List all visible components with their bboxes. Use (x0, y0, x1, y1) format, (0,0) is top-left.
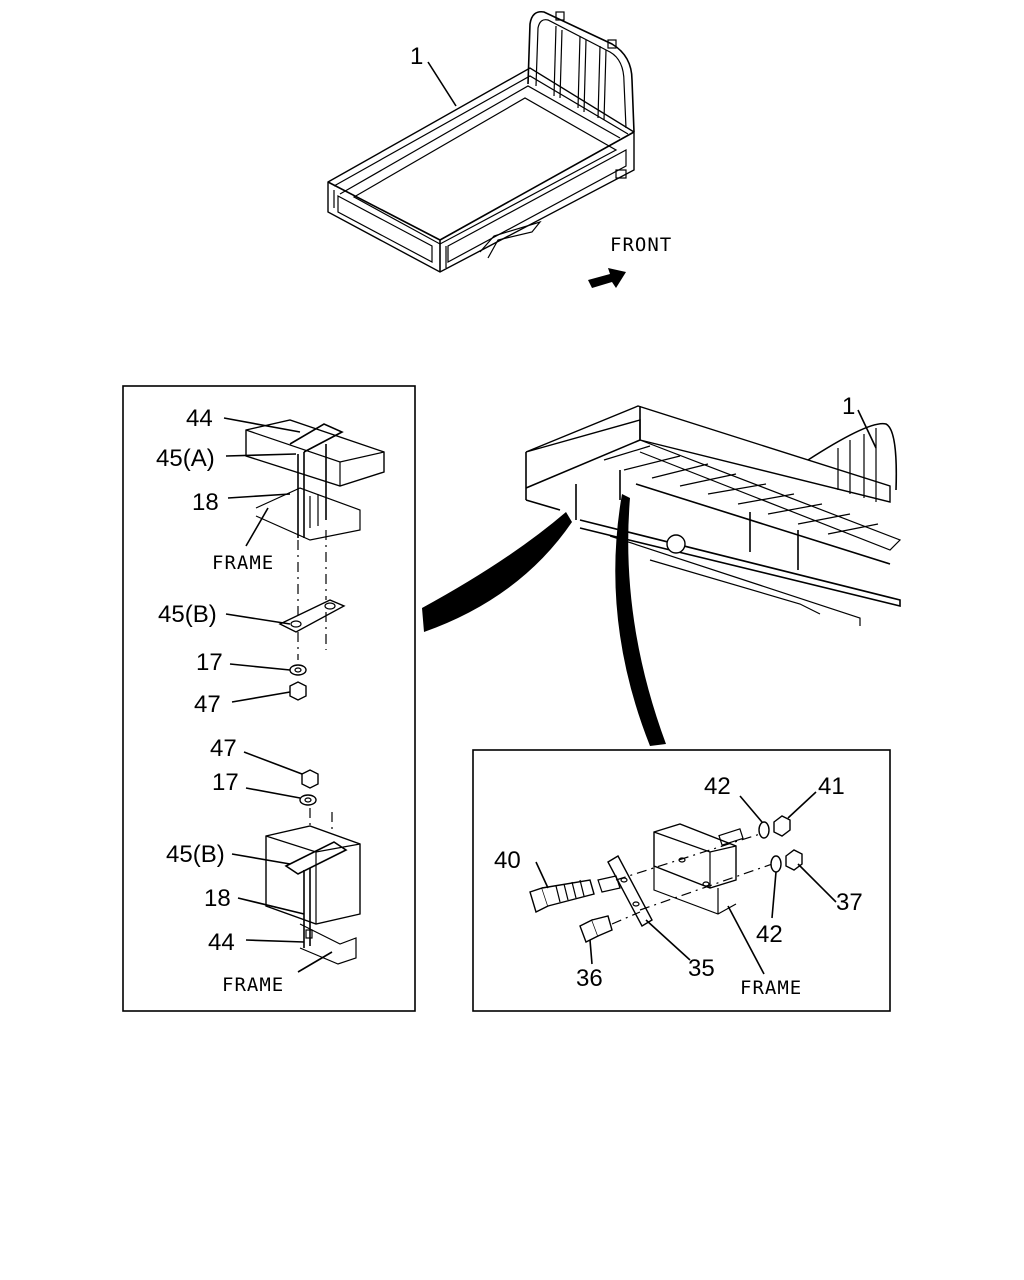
label-frame-top: FRAME (212, 552, 274, 574)
callout-47-top: 47 (194, 691, 221, 718)
front-arrow-icon (588, 268, 626, 288)
callout-44-bottom: 44 (208, 929, 235, 956)
callout-45b-bottom: 45(B) (166, 841, 225, 868)
front-label: FRONT (610, 234, 672, 256)
callout-42-bottom: 42 (756, 921, 783, 948)
callout-body-top: 1 (410, 43, 423, 70)
callout-45a: 45(A) (156, 445, 215, 472)
label-frame-right: FRAME (740, 977, 802, 999)
pointer-right (615, 494, 666, 746)
callout-44-top: 44 (186, 405, 213, 432)
detail-box-right (472, 749, 891, 1012)
callout-body-right: 1 (842, 393, 855, 420)
callout-36: 36 (576, 965, 603, 992)
callout-47-bottom: 47 (210, 735, 237, 762)
callout-45b-top: 45(B) (158, 601, 217, 628)
callout-40: 40 (494, 847, 521, 874)
pointer-left (422, 512, 572, 632)
callout-17-bottom: 17 (212, 769, 239, 796)
callout-17-top: 17 (196, 649, 223, 676)
label-frame-bottom: FRAME (222, 974, 284, 996)
chassis-drawing (525, 405, 902, 626)
right-leaders (535, 791, 837, 975)
callout-37: 37 (836, 889, 863, 916)
callout-18-bottom: 18 (204, 885, 231, 912)
detail-box-left (122, 385, 416, 1012)
left-leaders (223, 417, 333, 973)
truck-body-drawing (327, 10, 635, 273)
callout-18-top: 18 (192, 489, 219, 516)
callout-42-top: 42 (704, 773, 731, 800)
callout-41: 41 (818, 773, 845, 800)
callout-35: 35 (688, 955, 715, 982)
